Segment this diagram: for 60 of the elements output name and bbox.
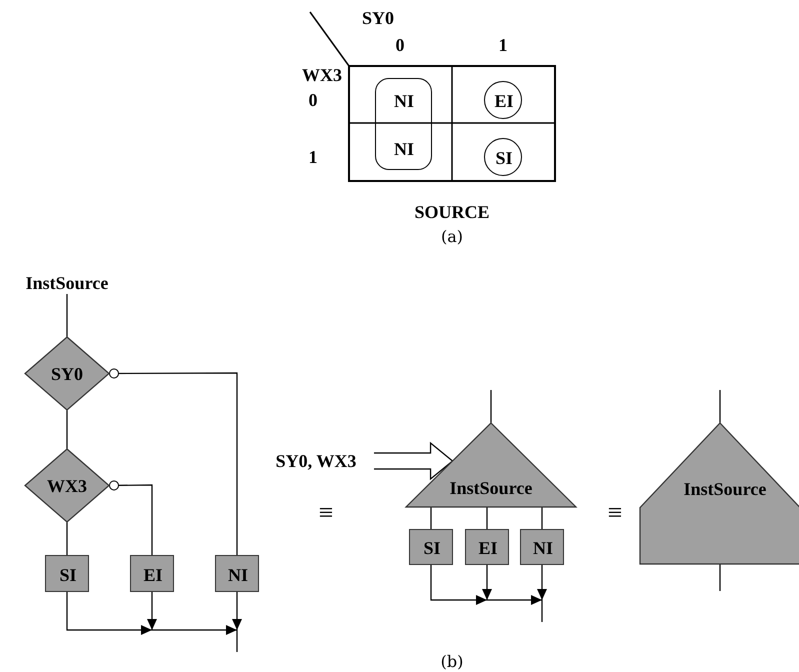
node-label: SI [496,149,512,167]
node-label: SI [424,539,440,557]
arrow [66,592,152,635]
row-header: 0 [308,91,318,109]
group-circle [484,81,522,119]
connector-line [430,507,432,529]
connector-line [541,507,543,529]
group-loop [375,78,432,170]
map-title: SOURCE [414,203,490,221]
arrow [537,565,547,600]
column-header: 0 [396,36,404,54]
hollow-arrow [373,442,454,480]
group-circle [484,138,522,176]
arrow [430,565,487,605]
triangle-block [406,423,576,507]
node-label: InstSource [450,479,532,497]
column-header: 1 [498,36,508,54]
connector-line [66,294,68,337]
arrow [232,592,242,630]
arrow [487,595,542,605]
connector-line [719,390,721,423]
arrow [147,592,157,630]
process-box [520,529,564,565]
row-header: 1 [308,148,318,166]
node-label: EI [494,92,514,110]
node-label: NI [394,92,414,110]
process-box [215,555,259,592]
decision-diamond [25,337,109,410]
connector-line [66,410,68,449]
axis-label: SY0 [362,9,394,27]
node-label: InstSource [684,480,766,498]
connector-line [719,564,721,591]
node-label: SY0 [51,365,83,383]
node-label: InstSource [26,274,108,292]
node-label: NI [533,539,553,557]
connector-line [66,522,68,555]
arrow [482,565,492,600]
connector-line [486,507,488,529]
process-box [465,529,509,565]
node-label: WX3 [47,477,87,495]
process-box [45,555,89,592]
node-label: SI [60,566,76,584]
node-label: SY0, WX3 [276,452,356,470]
process-box [130,555,174,592]
figure-caption: (b) [440,654,464,670]
process-box [409,529,453,565]
equivalence-sign: ≡ [608,500,622,526]
node-label: NI [394,140,414,158]
decision-diamond [25,449,109,522]
arrow [152,625,237,635]
axis-label: WX3 [302,66,342,84]
node-label: EI [478,539,498,557]
pentagon-block [640,423,799,564]
inverted-connector [109,480,153,555]
figure-caption: (a) [440,229,464,245]
connector-line [490,390,492,423]
equivalence-sign: ≡ [318,500,334,526]
inverted-connector [109,368,238,555]
node-label: EI [144,566,162,584]
node-label: NI [228,566,248,584]
